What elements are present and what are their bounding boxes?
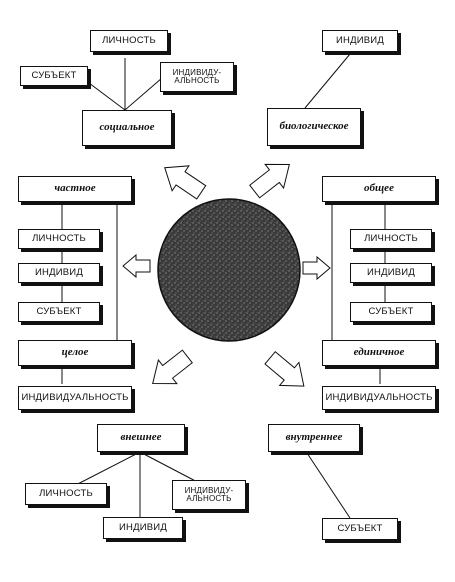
term-individual-biological: ИНДИВИД <box>322 30 398 52</box>
term-individuality-whole: ИНДИВИДУАЛЬНОСТЬ <box>18 386 132 410</box>
term-individuality-single: ИНДИВИДУАЛЬНОСТЬ <box>322 386 436 410</box>
central-sphere <box>157 198 301 342</box>
term-subject-internal: СУБЪЕКТ <box>322 518 398 540</box>
category-external: внешнее <box>97 424 185 452</box>
term-individual-external: ИНДИВИД <box>103 517 183 539</box>
term-individual-particular: ИНДИВИД <box>18 263 100 283</box>
arrow-to-general <box>302 255 331 281</box>
arrow-to-whole <box>152 349 193 385</box>
connector-biological <box>304 53 351 109</box>
category-whole: целое <box>18 340 132 366</box>
category-general: общее <box>322 176 436 202</box>
term-subject-particular: СУБЪЕКТ <box>18 302 100 322</box>
term-personality-particular: ЛИЧНОСТЬ <box>18 229 100 249</box>
arrow-to-particular <box>122 253 151 279</box>
arrow-to-biological <box>249 163 290 199</box>
category-single: единичное <box>322 340 436 366</box>
category-internal: внутреннее <box>268 424 360 452</box>
term-individual-general: ИНДИВИД <box>350 263 432 283</box>
term-personality-general: ЛИЧНОСТЬ <box>350 229 432 249</box>
term-subject-social: СУБЪЕКТ <box>20 66 88 86</box>
category-social: социальное <box>82 110 172 146</box>
arrow-to-social <box>164 165 207 200</box>
term-personality-social: ЛИЧНОСТЬ <box>90 30 168 52</box>
connectors-social <box>84 58 163 111</box>
term-individuality-social: ИНДИВИДУ- АЛЬНОСТЬ <box>160 62 234 92</box>
arrow-to-single <box>264 351 305 387</box>
term-individuality-external: ИНДИВИДУ- АЛЬНОСТЬ <box>172 480 246 510</box>
category-particular: частное <box>18 176 132 202</box>
term-subject-general: СУБЪЕКТ <box>350 302 432 322</box>
term-personality-external: ЛИЧНОСТЬ <box>25 483 107 505</box>
category-biological: биологическое <box>267 108 361 146</box>
connector-internal <box>304 449 351 519</box>
